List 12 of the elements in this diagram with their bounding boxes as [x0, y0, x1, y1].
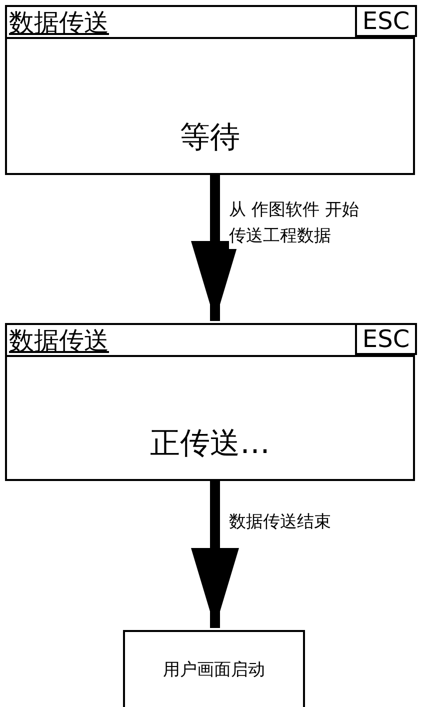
arrow: [191, 175, 239, 321]
screen-panel: [5, 323, 415, 481]
process-box: [123, 630, 305, 707]
esc-button: ESC: [355, 5, 417, 37]
screen-panel: [5, 5, 415, 175]
arrow: [191, 481, 239, 628]
screen-title: 数据传送: [9, 325, 109, 357]
screen-title: 数据传送: [9, 7, 109, 39]
box-label: 用户画面启动: [163, 659, 265, 681]
status-text: 等待: [179, 119, 241, 157]
status-text: 正传送…: [149, 425, 271, 463]
esc-button: ESC: [355, 323, 417, 355]
